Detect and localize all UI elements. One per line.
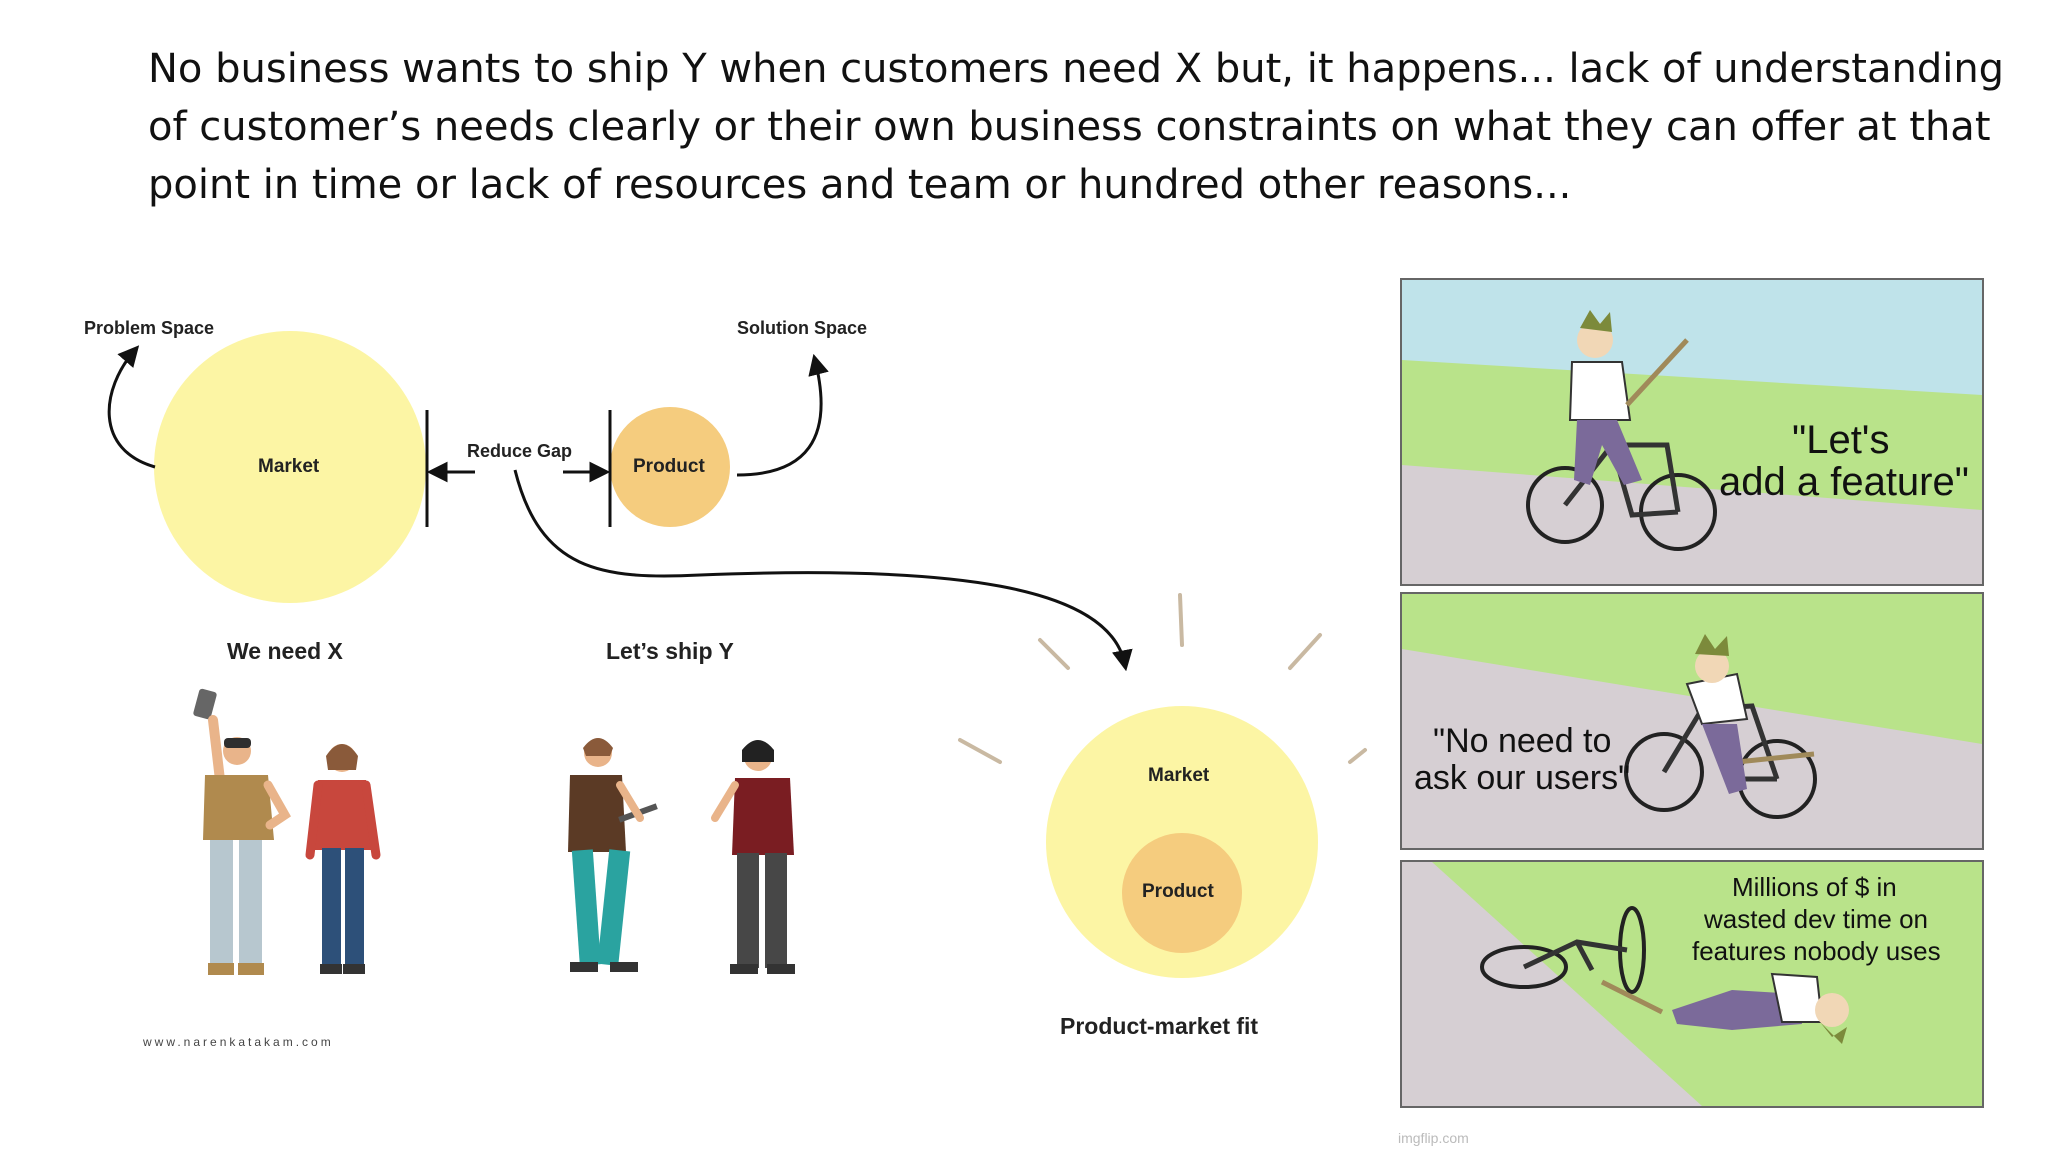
imgflip-credit: imgflip.com (1398, 1130, 1469, 1146)
product-market-fit-label: Product-market fit (1060, 1013, 1259, 1039)
meme-panel-1-art (1402, 280, 1982, 584)
meme-panel-2: "No need to ask our users" (1400, 592, 1984, 850)
meme-text-wasted: wasted dev time on (1704, 904, 1929, 934)
fit-rays (958, 593, 1367, 764)
product-circle (610, 407, 730, 527)
problem-space-label: Problem Space (84, 318, 215, 338)
fit-product-label: Product (1142, 881, 1214, 902)
customer-person-1 (193, 688, 291, 975)
reduce-gap-label: Reduce Gap (467, 441, 573, 461)
product-label: Product (633, 456, 705, 477)
headline-line-2: of customer’s needs clearly or their own… (148, 104, 1991, 150)
customer-person-2 (305, 744, 381, 974)
product-market-diagram: Problem Space Solution Space Market Prod… (0, 270, 1380, 1070)
market-circle (154, 331, 426, 603)
meme-text-lets: "Let's (1792, 418, 1890, 462)
watermark: www.narenkatakam.com (143, 1035, 334, 1049)
meme-panel-3: Millions of $ in wasted dev time on feat… (1400, 860, 1984, 1108)
team-person-1 (568, 738, 658, 972)
meme-text-features: features nobody uses (1692, 936, 1941, 966)
fit-product-circle (1122, 833, 1242, 953)
meme-text-no-need: "No need to (1433, 722, 1612, 760)
meme-panel-2-art (1402, 594, 1982, 848)
meme-text-millions: Millions of $ in (1732, 872, 1897, 902)
fit-market-label: Market (1148, 765, 1210, 786)
diagram-graphics (107, 331, 1367, 978)
team-person-2 (711, 740, 795, 974)
headline: No business wants to ship Y when custome… (148, 40, 2005, 214)
meme-text-add-feature: add a feature" (1719, 460, 1969, 504)
headline-line-1: No business wants to ship Y when custome… (148, 46, 2005, 92)
problem-space-arrow (107, 345, 156, 469)
solution-space-label: Solution Space (737, 318, 868, 338)
lets-ship-y-label: Let’s ship Y (606, 638, 734, 664)
bike-fall-meme: "Let's add a feature" "No need to ask ou… (1388, 272, 1988, 1146)
gap-to-fit-arrow (513, 469, 1133, 672)
we-need-x-label: We need X (227, 638, 343, 664)
meme-panel-3-art (1402, 862, 1982, 1106)
headline-line-3: point in time or lack of resources and t… (148, 162, 1572, 208)
meme-panel-1: "Let's add a feature" (1400, 278, 1984, 586)
market-label: Market (258, 456, 320, 477)
meme-text-ask-users: ask our users" (1414, 759, 1631, 797)
solution-space-arrow (736, 353, 829, 477)
